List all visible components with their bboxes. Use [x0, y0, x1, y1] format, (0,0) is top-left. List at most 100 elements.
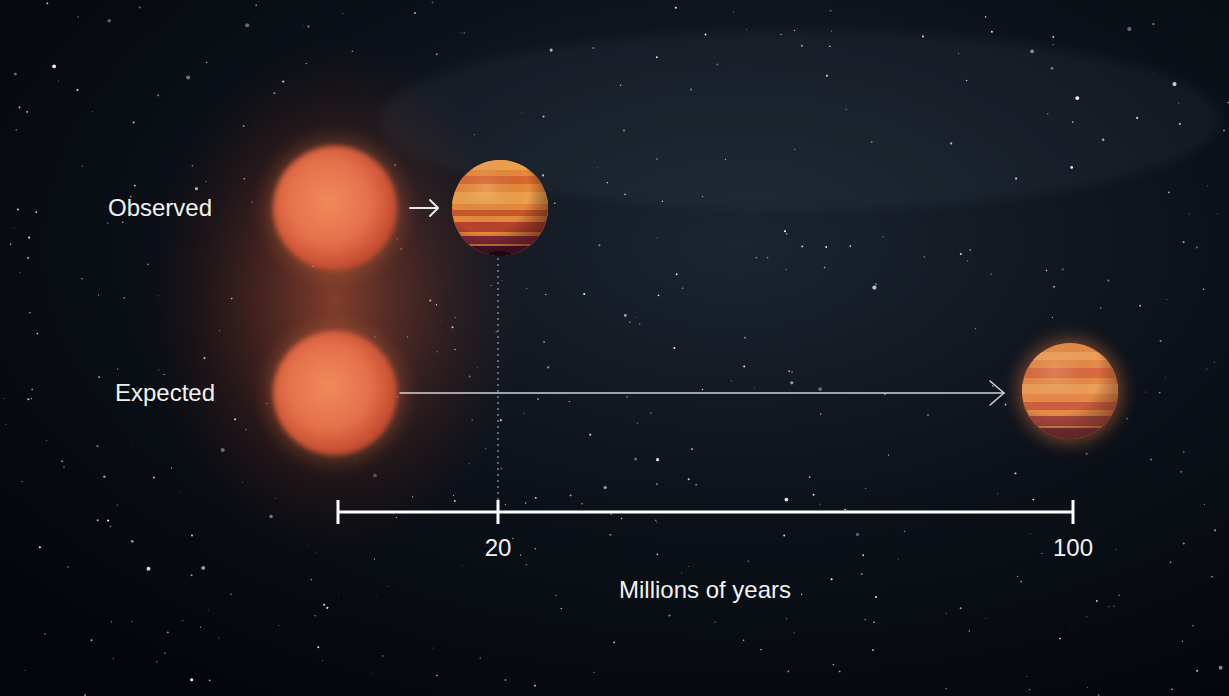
- star: [107, 19, 111, 23]
- star: [317, 646, 319, 648]
- star: [871, 141, 873, 143]
- star: [1051, 67, 1054, 70]
- star: [1020, 581, 1022, 583]
- star: [96, 445, 98, 447]
- star: [201, 566, 205, 570]
- star: [382, 655, 384, 657]
- star: [829, 10, 831, 12]
- star: [98, 294, 99, 295]
- star: [898, 559, 899, 560]
- star: [157, 94, 159, 96]
- star: [872, 286, 876, 290]
- star: [1086, 453, 1088, 455]
- star: [656, 553, 658, 555]
- star: [414, 12, 416, 14]
- young-planet: [273, 146, 397, 270]
- star: [191, 535, 193, 537]
- star: [1170, 561, 1172, 563]
- star: [801, 594, 802, 595]
- star: [98, 376, 100, 378]
- timeline-axis: [338, 500, 1073, 524]
- star: [1196, 670, 1198, 672]
- star: [813, 494, 815, 496]
- star: [604, 486, 607, 489]
- star: [655, 519, 657, 521]
- star: [673, 347, 675, 349]
- star: [147, 567, 151, 571]
- star: [1183, 241, 1185, 243]
- star: [794, 30, 795, 31]
- star: [1046, 270, 1047, 271]
- star: [875, 283, 877, 285]
- star: [1206, 369, 1207, 370]
- star: [745, 29, 747, 31]
- star: [1183, 543, 1185, 545]
- star: [376, 595, 378, 597]
- star: [31, 389, 32, 390]
- star: [1145, 391, 1147, 393]
- star: [794, 149, 795, 150]
- star: [780, 34, 781, 35]
- star: [186, 75, 190, 79]
- star: [975, 328, 977, 330]
- star: [1126, 418, 1128, 420]
- star: [63, 466, 64, 467]
- star: [691, 448, 693, 450]
- star: [613, 641, 615, 643]
- star: [927, 414, 929, 416]
- star: [81, 278, 82, 279]
- star: [555, 595, 556, 596]
- star: [505, 504, 506, 505]
- contracted-planet: [452, 160, 548, 261]
- star: [1223, 129, 1225, 131]
- star: [92, 111, 93, 112]
- star: [598, 244, 600, 246]
- star: [872, 649, 874, 651]
- star: [164, 652, 165, 653]
- star: [1178, 102, 1179, 103]
- star: [28, 237, 30, 239]
- star: [682, 288, 683, 289]
- star: [1005, 404, 1007, 406]
- star: [668, 615, 670, 617]
- star: [547, 366, 549, 368]
- star: [1219, 666, 1223, 670]
- star: [1189, 213, 1190, 214]
- star: [520, 554, 521, 555]
- star: [634, 457, 637, 460]
- star: [97, 519, 99, 521]
- axis-title: Millions of years: [619, 577, 791, 603]
- planet-glow: [1008, 329, 1132, 453]
- star: [639, 323, 640, 324]
- star: [302, 24, 304, 26]
- star: [526, 288, 527, 289]
- star: [1203, 289, 1205, 291]
- star: [14, 228, 15, 229]
- star: [597, 167, 599, 169]
- star: [84, 694, 86, 696]
- star: [784, 230, 786, 232]
- star: [623, 129, 625, 131]
- star: [695, 484, 697, 486]
- star: [1070, 166, 1073, 169]
- star: [19, 107, 21, 109]
- star: [856, 533, 859, 536]
- star: [624, 314, 627, 317]
- star: [1171, 688, 1173, 690]
- star: [29, 312, 30, 313]
- star: [1182, 641, 1184, 643]
- star: [432, 2, 434, 4]
- star: [783, 535, 785, 537]
- star: [500, 467, 502, 469]
- star: [278, 625, 280, 627]
- star: [722, 167, 724, 169]
- older-planet: [1022, 343, 1118, 439]
- star: [206, 62, 207, 63]
- star: [46, 2, 48, 4]
- star: [637, 423, 638, 424]
- star: [1029, 533, 1031, 535]
- star: [1179, 123, 1181, 125]
- star: [725, 159, 726, 160]
- star: [326, 607, 328, 609]
